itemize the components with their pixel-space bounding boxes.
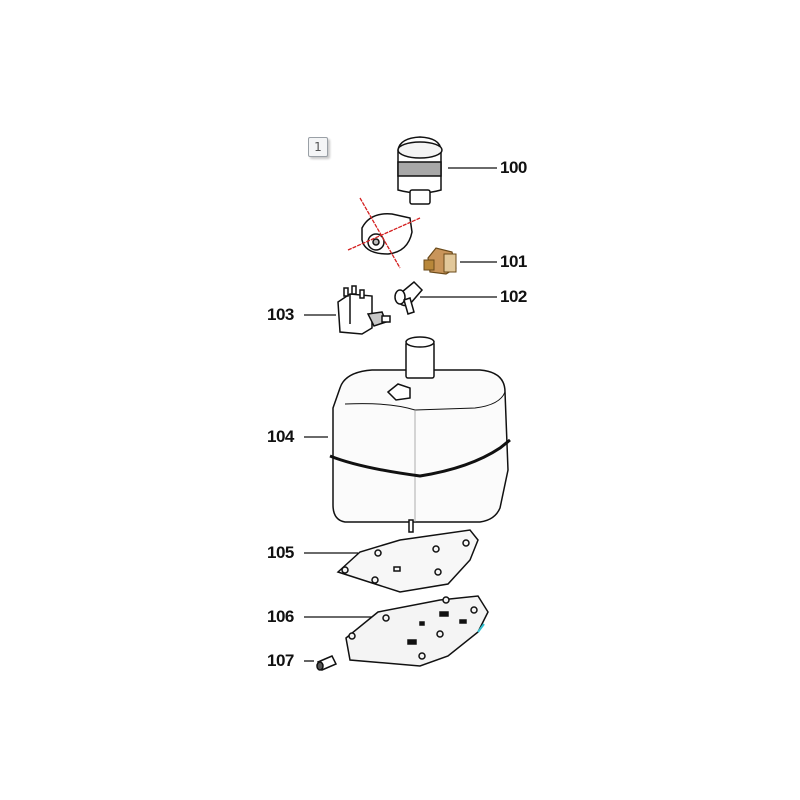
page-number-badge: 1 <box>308 137 328 157</box>
callout-label-105: 105 <box>267 543 294 562</box>
callout-label-107: 107 <box>267 651 294 670</box>
part-101-brass-fitting[interactable] <box>423 247 457 275</box>
callout-label-101: 101 <box>500 252 527 271</box>
part-105-gasket-plate[interactable] <box>336 529 479 593</box>
part-107-pin[interactable] <box>316 655 338 671</box>
part-104-water-tank[interactable] <box>329 336 511 533</box>
callout-label-102: 102 <box>500 287 527 306</box>
part-100-cap[interactable] <box>397 136 443 205</box>
part-103-solenoid-pump[interactable] <box>337 285 391 335</box>
callout-label-106: 106 <box>267 607 294 626</box>
part-102-elbow-connector[interactable] <box>394 280 424 315</box>
callout-label-104: 104 <box>267 427 294 446</box>
part-crossed-out-valve <box>347 197 421 269</box>
callout-label-100: 100 <box>500 158 527 177</box>
part-106-soleplate[interactable] <box>345 595 489 667</box>
callout-label-103: 103 <box>267 305 294 324</box>
